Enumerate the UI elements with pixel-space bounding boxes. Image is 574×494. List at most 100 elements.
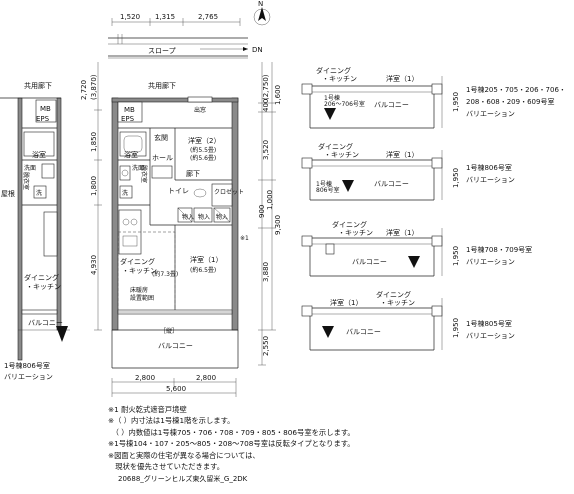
note-line: （ ）内数値は1号棟705・706・708・709・805・806号室を示します… bbox=[108, 427, 355, 437]
dk2-label: ・キッチン bbox=[122, 267, 157, 275]
dim-right-4: 3,520 bbox=[262, 140, 270, 160]
var4-dk2-label: ・キッチン bbox=[380, 299, 415, 307]
balcony-label: バルコニー bbox=[158, 342, 193, 350]
main-unit-plan: 共用廊下 出窓 MB EPS 玄関 ホール 洋室（2） (約5.5畳) (約5.… bbox=[111, 81, 249, 369]
room2-size2-label: (約5.6畳) bbox=[190, 154, 216, 162]
dk-size-label: (約7.3畳) bbox=[152, 270, 178, 278]
dim-right-9: 2,550 bbox=[262, 336, 270, 356]
var4-dim: 1,950 bbox=[452, 318, 460, 338]
var1-dk-label: ダイニング bbox=[316, 66, 351, 75]
dim-left-2: (3,870) bbox=[90, 74, 98, 100]
var2-note-label: 1号棟 bbox=[316, 180, 332, 188]
dn-label: DN bbox=[252, 46, 263, 54]
dim-bottom-3: 5,600 bbox=[166, 385, 186, 393]
var3-dk2-label: ・キッチン bbox=[338, 229, 373, 237]
dim-right-6: 1,000 bbox=[266, 190, 274, 210]
var4-marker-icon bbox=[322, 326, 334, 338]
var2-note2-label: 806号室 bbox=[316, 186, 339, 194]
note-line: ※1号棟104・107・205～805・208～708号室は反転タイプとなります… bbox=[108, 439, 355, 449]
left-roof-label: 屋根 bbox=[1, 189, 15, 198]
var2-room-label: 洋室（1） bbox=[386, 150, 418, 159]
var1-caption3: バリエーション bbox=[466, 110, 515, 118]
floor-heating-label: 床暖房 bbox=[130, 286, 148, 294]
var1-room-label: 洋室（1） bbox=[386, 74, 418, 83]
dim-top-2: 1,315 bbox=[155, 13, 175, 21]
left-eps-label: EPS bbox=[36, 115, 50, 123]
floor-heating2-label: 設置範囲 bbox=[130, 294, 154, 302]
bay-window-label: 出窓 bbox=[194, 106, 206, 114]
toilet-label: トイレ bbox=[168, 187, 189, 195]
dim-left-4: 1,800 bbox=[90, 176, 98, 196]
dim-top-3: 2,765 bbox=[198, 13, 218, 21]
left-partial-plan: 共用廊下 MB EPS 浴室 洗面 脱衣室 洗 屋根 ダイニング ・キッチン バ… bbox=[0, 81, 70, 381]
bottom-dimension-line: 2,800 2,800 5,600 bbox=[111, 374, 237, 397]
var3-caption: 1号棟708・709号室 bbox=[466, 245, 532, 254]
var1-note-label: 1号棟 bbox=[324, 94, 340, 102]
var2-caption2: バリエーション bbox=[466, 176, 515, 184]
variation-1: ダイニング ・キッチン 洋室（1） 1号棟 206～706号室 バルコニー 1,… bbox=[301, 66, 566, 129]
left-balcony-marker-icon bbox=[56, 326, 68, 342]
left-corridor-label: 共用廊下 bbox=[24, 81, 52, 90]
left-dk2-label: ・キッチン bbox=[26, 283, 61, 291]
hallway-label: 廊下 bbox=[186, 169, 200, 178]
room1-size-label: (約6.5畳) bbox=[190, 266, 216, 274]
var2-caption: 1号棟806号室 bbox=[466, 163, 512, 172]
dim-top-1: 1,520 bbox=[120, 13, 140, 21]
left-mb-label: MB bbox=[40, 105, 51, 113]
wall-note-mark: ※1 bbox=[240, 235, 249, 242]
var2-balcony-label: バルコニー bbox=[374, 180, 409, 188]
washer-label: 洗 bbox=[122, 189, 128, 197]
var1-note2-label: 206～706号室 bbox=[324, 100, 365, 108]
variation-2: ダイニング ・キッチン 洋室（1） 1号棟 806号室 バルコニー 1,950 … bbox=[301, 142, 515, 201]
right-dimension-line: (2,750) 400 1,600 3,520 900 1,000 9,300 … bbox=[258, 62, 282, 366]
room2-label: 洋室（2） bbox=[188, 136, 220, 145]
north-arrow-icon: N bbox=[253, 0, 271, 26]
storage-label-1: 物入 bbox=[182, 213, 194, 221]
dim-right-5: 900 bbox=[258, 205, 266, 218]
left-washbasin-label: 洗面 bbox=[24, 164, 36, 172]
room2-size-label: (約5.5畳) bbox=[190, 146, 216, 154]
var3-room-label: 洋室（1） bbox=[386, 228, 418, 237]
left-caption-1: 1号棟806号室 bbox=[4, 361, 50, 370]
genkan-label: 玄関 bbox=[154, 133, 168, 142]
note-line: ※（ ）内寸法は1号棟1階を示します。 bbox=[108, 416, 235, 426]
dim-right-3: 1,600 bbox=[274, 85, 282, 105]
dim-left-5: 4,930 bbox=[90, 255, 98, 275]
storage-label-2: 物入 bbox=[198, 213, 210, 221]
left-bath-label: 浴室 bbox=[32, 150, 46, 159]
vertical-hatch-label: ［縦］ bbox=[160, 327, 178, 335]
var1-caption: 1号棟205・705・206・706・ bbox=[466, 85, 566, 94]
room1-label: 洋室（1） bbox=[190, 255, 222, 264]
note-line: ※図面と実際の住宅が異なる場合については、 bbox=[108, 450, 260, 460]
hall-label: ホール bbox=[152, 154, 173, 162]
closet-label: クロゼット bbox=[214, 188, 244, 196]
storage-label-3: 物入 bbox=[216, 213, 228, 221]
var2-dk2-label: ・キッチン bbox=[324, 151, 359, 159]
var1-dk2-label: ・キッチン bbox=[322, 75, 357, 83]
north-label: N bbox=[258, 0, 263, 8]
var4-caption: 1号棟805号室 bbox=[466, 319, 512, 328]
var4-caption2: バリエーション bbox=[466, 332, 515, 340]
note-line: ※1 耐火乾式遮音戸境壁 bbox=[108, 405, 187, 414]
var1-balcony-label: バルコニー bbox=[374, 101, 409, 109]
var4-dk-label: ダイニング bbox=[376, 290, 411, 299]
top-dimension-line: 1,520 1,315 2,765 bbox=[111, 13, 241, 26]
left-dimension-line: 2,720 (3,870) 1,850 1,800 4,930 bbox=[80, 62, 102, 331]
file-caption: 20688_グリーンヒルズ東久留米_G_2DK bbox=[118, 475, 248, 483]
notes-block: ※1 耐火乾式遮音戸境壁 ※（ ）内寸法は1号棟1階を示します。 （ ）内数値は… bbox=[108, 404, 355, 472]
dim-right-8: 3,880 bbox=[262, 262, 270, 282]
left-washer-label: 洗 bbox=[36, 189, 42, 197]
dim-bottom-2: 2,800 bbox=[196, 374, 216, 382]
dim-left-3: 1,850 bbox=[90, 132, 98, 152]
corridor-label: 共用廊下 bbox=[148, 81, 176, 90]
washbasin-label: 洗面 bbox=[132, 164, 144, 172]
var1-caption2: 208・608・209・609号室 bbox=[466, 97, 554, 106]
dim-right-1: (2,750) bbox=[262, 74, 270, 100]
dim-right-2: 400 bbox=[262, 99, 270, 112]
variation-4: ダイニング ・キッチン 洋室（1） バルコニー 1,950 1号棟805号室 バ… bbox=[301, 290, 515, 351]
bath-label: 浴室 bbox=[124, 150, 138, 159]
eps-label: EPS bbox=[121, 115, 135, 123]
dk-label: ダイニング bbox=[120, 257, 155, 266]
var3-balcony-label: バルコニー bbox=[352, 258, 387, 266]
